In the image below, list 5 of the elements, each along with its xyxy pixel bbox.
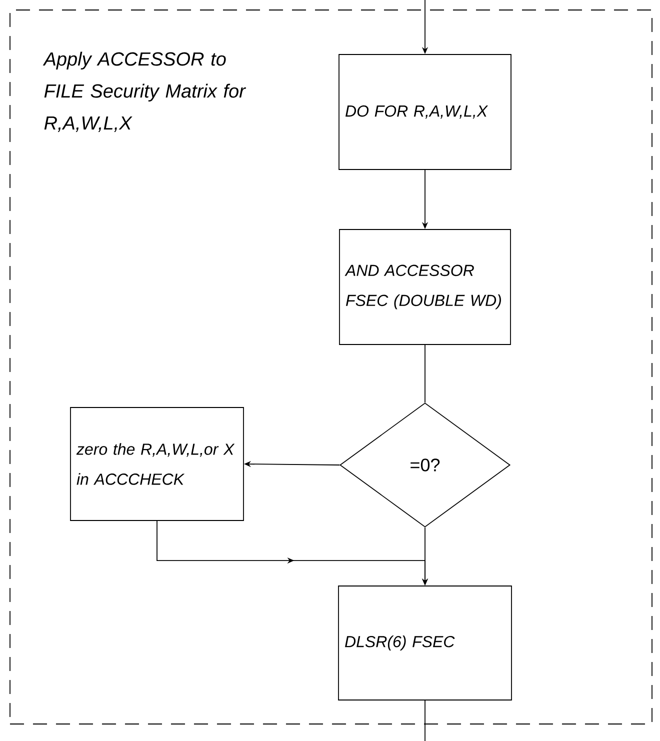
process-box: DO FOR R,A,W,L,X — [338, 54, 512, 170]
process-box: AND ACCESSOR FSEC (DOUBLE WD) — [339, 229, 511, 345]
process-box: DLSR(6) FSEC — [338, 586, 512, 700]
process-box: zero the R,A,W,L,or X in ACCCHECK — [70, 407, 244, 521]
note-text: Apply ACCESSOR to FILE Security Matrix for R,A,W,L,X — [42, 52, 246, 132]
